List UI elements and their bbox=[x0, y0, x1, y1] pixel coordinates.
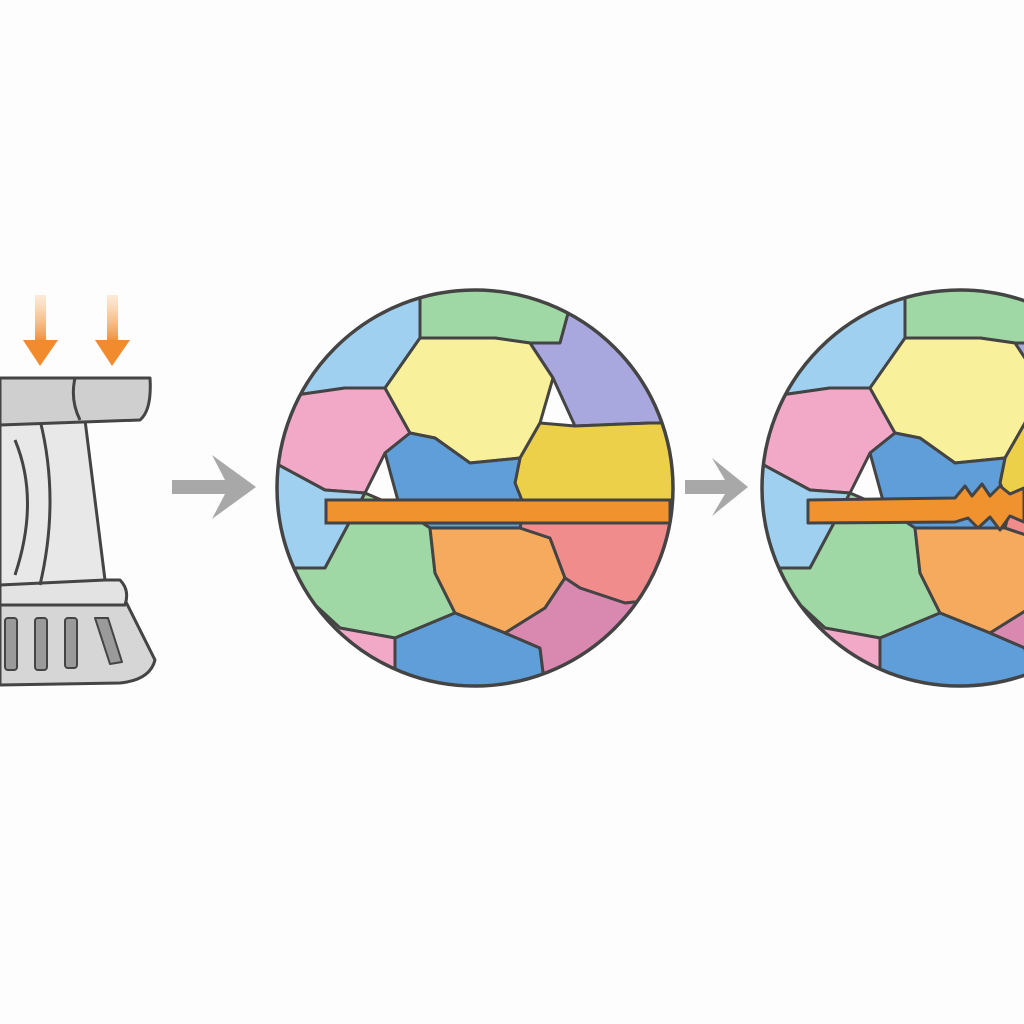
grain-gold bbox=[513, 421, 673, 510]
load-arrow-icon bbox=[95, 295, 130, 366]
grain-blue bbox=[878, 611, 1024, 686]
intact-bar bbox=[324, 498, 672, 525]
process-arrow-icon bbox=[172, 455, 256, 519]
load-arrow-icon bbox=[23, 295, 58, 366]
cracked-bar bbox=[806, 482, 1024, 532]
cracked-grain-structure-icon bbox=[762, 290, 1024, 686]
turbine-component-icon bbox=[0, 376, 157, 687]
grain-green bbox=[418, 290, 577, 345]
process-arrow-icon bbox=[685, 458, 748, 516]
